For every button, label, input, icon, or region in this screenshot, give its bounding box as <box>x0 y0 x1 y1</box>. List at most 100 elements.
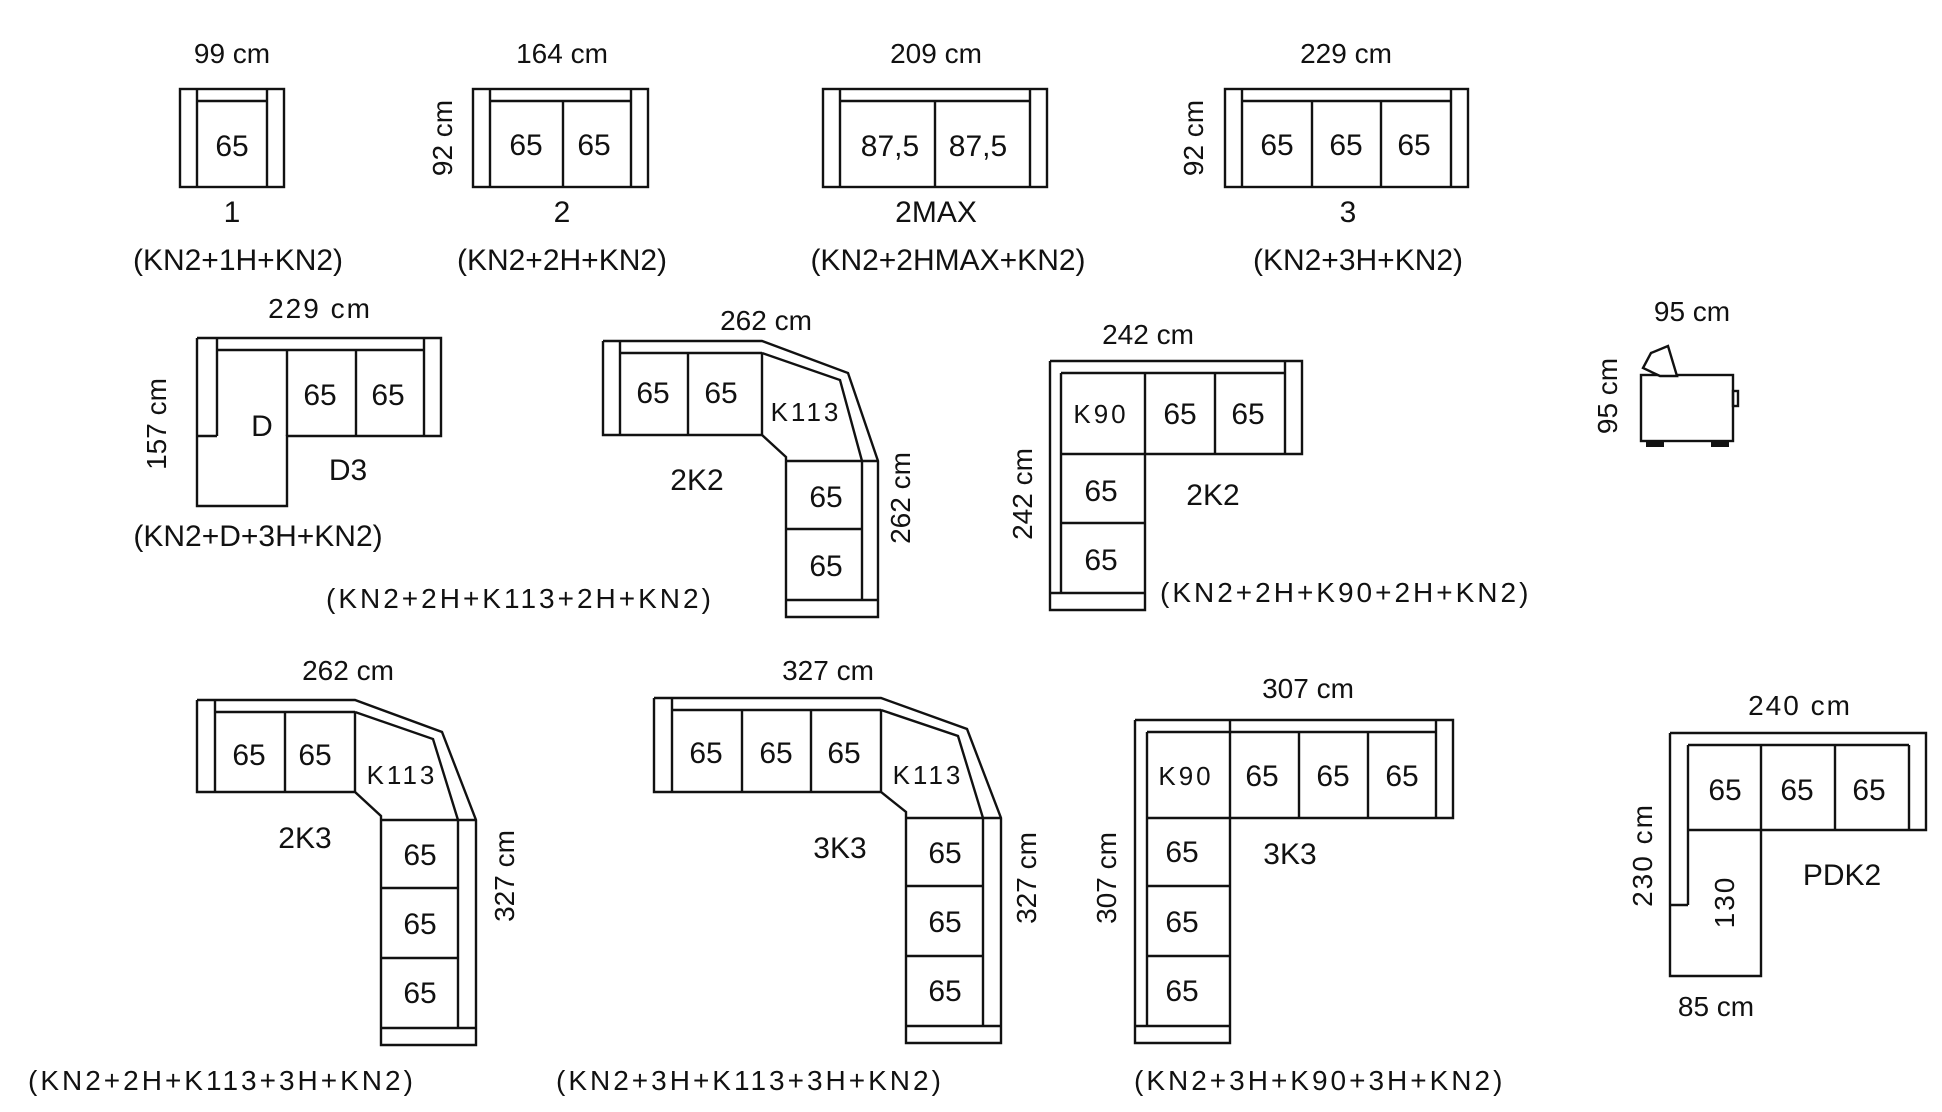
module-3k3-k90: 307 cm 307 cm K90 65 65 65 65 65 65 3K3 … <box>1091 673 1505 1096</box>
module-3: 229 cm 92 cm 65 65 65 3 (KN2+3H+KN2) <box>1178 38 1470 277</box>
module-2k2-k90-code: 2K2 <box>1186 479 1239 512</box>
module-3k3-k90-corner: K90 <box>1158 761 1213 791</box>
module-3k3-k90-seat-3: 65 <box>1385 760 1418 793</box>
module-3k3-k90-depth: 307 cm <box>1091 832 1122 924</box>
module-2k2-k90: 242 cm 242 cm K90 65 65 65 65 2K2 (KN2+2… <box>1007 319 1531 612</box>
module-3k3-k113-seat-3: 65 <box>827 737 860 770</box>
module-d3-chaise: D <box>251 410 273 443</box>
module-pdk2-width: 240 cm <box>1748 690 1852 721</box>
module-2k2-k113-width: 262 cm <box>720 305 812 336</box>
module-3k3-k90-seat-4: 65 <box>1165 836 1198 869</box>
side-profile-height: 95 cm <box>1592 358 1623 434</box>
module-2k3-k113-seat-3: 65 <box>403 839 436 872</box>
module-2max-code: 2MAX <box>895 196 977 229</box>
module-2k3-k113-code: 2K3 <box>278 822 331 855</box>
module-3k3-k90-code: 3K3 <box>1263 838 1316 871</box>
module-3-code: 3 <box>1340 196 1357 229</box>
module-d3-seat-2: 65 <box>371 379 404 412</box>
module-3k3-k113-seat-5: 65 <box>928 906 961 939</box>
module-3k3-k113-seat-4: 65 <box>928 837 961 870</box>
module-2k2-k113-seat-3: 65 <box>809 481 842 514</box>
module-2k3-k113-depth: 327 cm <box>489 830 520 922</box>
module-3-seat-3: 65 <box>1397 129 1430 162</box>
module-2k2-k113-formula: (KN2+2H+K113+2H+KN2) <box>326 583 714 614</box>
module-3k3-k90-seat-1: 65 <box>1245 760 1278 793</box>
module-3k3-k113: 327 cm 327 cm 65 65 65 K113 65 65 65 3K3… <box>556 655 1042 1096</box>
module-pdk2-depth: 230 cm <box>1627 803 1658 907</box>
module-3k3-k113-seat-2: 65 <box>759 737 792 770</box>
module-2k2-k113-seat-4: 65 <box>809 550 842 583</box>
module-3k3-k113-code: 3K3 <box>813 832 866 865</box>
module-2max-width: 209 cm <box>890 38 982 69</box>
module-2max-seat-2: 87,5 <box>949 130 1007 163</box>
module-pdk2-chaise-width: 85 cm <box>1678 991 1754 1022</box>
module-2k2-k113-code: 2K2 <box>670 464 723 497</box>
module-2-depth: 92 cm <box>427 100 458 176</box>
module-3k3-k113-corner: K113 <box>893 760 964 790</box>
side-profile-back-foot <box>1711 441 1729 447</box>
module-d3-formula: (KN2+D+3H+KN2) <box>133 520 382 553</box>
module-3k3-k90-seat-5: 65 <box>1165 906 1198 939</box>
module-3k3-k113-depth: 327 cm <box>1011 832 1042 924</box>
module-2max: 209 cm 87,5 87,5 2MAX (KN2+2HMAX+KN2) <box>810 38 1085 277</box>
module-2k2-k90-corner: K90 <box>1073 399 1128 429</box>
side-profile: 95 cm 95 cm <box>1592 296 1740 447</box>
module-3-seat-1: 65 <box>1260 129 1293 162</box>
module-2k2-k90-depth: 242 cm <box>1007 448 1038 540</box>
module-1-formula: (KN2+1H+KN2) <box>133 244 343 277</box>
module-d3-seat-1: 65 <box>303 379 336 412</box>
module-3k3-k90-formula: (KN2+3H+K90+3H+KN2) <box>1134 1065 1505 1096</box>
module-3k3-k113-formula: (KN2+3H+K113+3H+KN2) <box>556 1065 944 1096</box>
module-2k2-k90-seat-4: 65 <box>1084 544 1117 577</box>
module-2-width: 164 cm <box>516 38 608 69</box>
module-1-width: 99 cm <box>194 38 270 69</box>
module-2k2-k90-seat-2: 65 <box>1231 398 1264 431</box>
module-3k3-k90-seat-6: 65 <box>1165 975 1198 1008</box>
module-d3: 229 cm 157 cm D 65 65 D3 (KN2+D+3H+KN2) <box>133 293 443 553</box>
module-2-seat-1: 65 <box>509 129 542 162</box>
module-2k2-k90-seat-3: 65 <box>1084 475 1117 508</box>
module-3k3-k113-seat-6: 65 <box>928 975 961 1008</box>
module-3-formula: (KN2+3H+KN2) <box>1253 244 1463 277</box>
module-3k3-k113-width: 327 cm <box>782 655 874 686</box>
module-3k3-k90-seat-2: 65 <box>1316 760 1349 793</box>
module-2k2-k90-seat-1: 65 <box>1163 398 1196 431</box>
module-2k3-k113-corner: K113 <box>367 760 438 790</box>
module-d3-code: D3 <box>329 454 367 487</box>
module-2k2-k113-corner: K113 <box>771 397 842 427</box>
module-3k3-k113-seat-1: 65 <box>689 737 722 770</box>
side-profile-width: 95 cm <box>1654 296 1730 327</box>
module-pdk2-seat-1: 65 <box>1708 774 1741 807</box>
module-2k2-k90-formula: (KN2+2H+K90+2H+KN2) <box>1160 577 1531 608</box>
module-2k3-k113-seat-4: 65 <box>403 908 436 941</box>
module-2k3-k113-formula: (KN2+2H+K113+3H+KN2) <box>28 1065 416 1096</box>
module-2k2-k90-width: 242 cm <box>1102 319 1194 350</box>
module-2k2-k113: 262 cm 262 cm 65 65 K113 65 65 2K2 (KN2+… <box>326 305 916 619</box>
module-3-width: 229 cm <box>1300 38 1392 69</box>
module-1-seat: 65 <box>215 130 248 163</box>
module-2k3-k113-seat-1: 65 <box>232 739 265 772</box>
module-2: 164 cm 92 cm 65 65 2 (KN2+2H+KN2) <box>427 38 667 277</box>
module-2-code: 2 <box>554 196 571 229</box>
module-3k3-k90-width: 307 cm <box>1262 673 1354 704</box>
module-2-seat-2: 65 <box>577 129 610 162</box>
module-pdk2-seat-2: 65 <box>1780 774 1813 807</box>
module-2-formula: (KN2+2H+KN2) <box>457 244 667 277</box>
module-2k2-k113-seat-2: 65 <box>704 377 737 410</box>
module-d3-depth: 157 cm <box>141 378 172 470</box>
module-1-code: 1 <box>224 196 241 229</box>
module-pdk2: 240 cm 230 cm 65 65 65 130 PDK2 85 cm <box>1627 690 1928 1022</box>
module-2max-formula: (KN2+2HMAX+KN2) <box>810 244 1085 277</box>
module-2k3-k113-seat-5: 65 <box>403 977 436 1010</box>
module-2k3-k113-seat-2: 65 <box>298 739 331 772</box>
module-pdk2-seat-3: 65 <box>1852 774 1885 807</box>
module-2max-seat-1: 87,5 <box>861 130 919 163</box>
module-pdk2-code: PDK2 <box>1803 859 1881 892</box>
module-2k3-k113-width: 262 cm <box>302 655 394 686</box>
module-1: 99 cm 65 1 (KN2+1H+KN2) <box>133 38 343 277</box>
module-2k2-k113-depth: 262 cm <box>885 452 916 544</box>
module-3-seat-2: 65 <box>1329 129 1362 162</box>
module-2k3-k113: 262 cm 327 cm 65 65 K113 65 65 65 2K3 (K… <box>28 655 520 1096</box>
